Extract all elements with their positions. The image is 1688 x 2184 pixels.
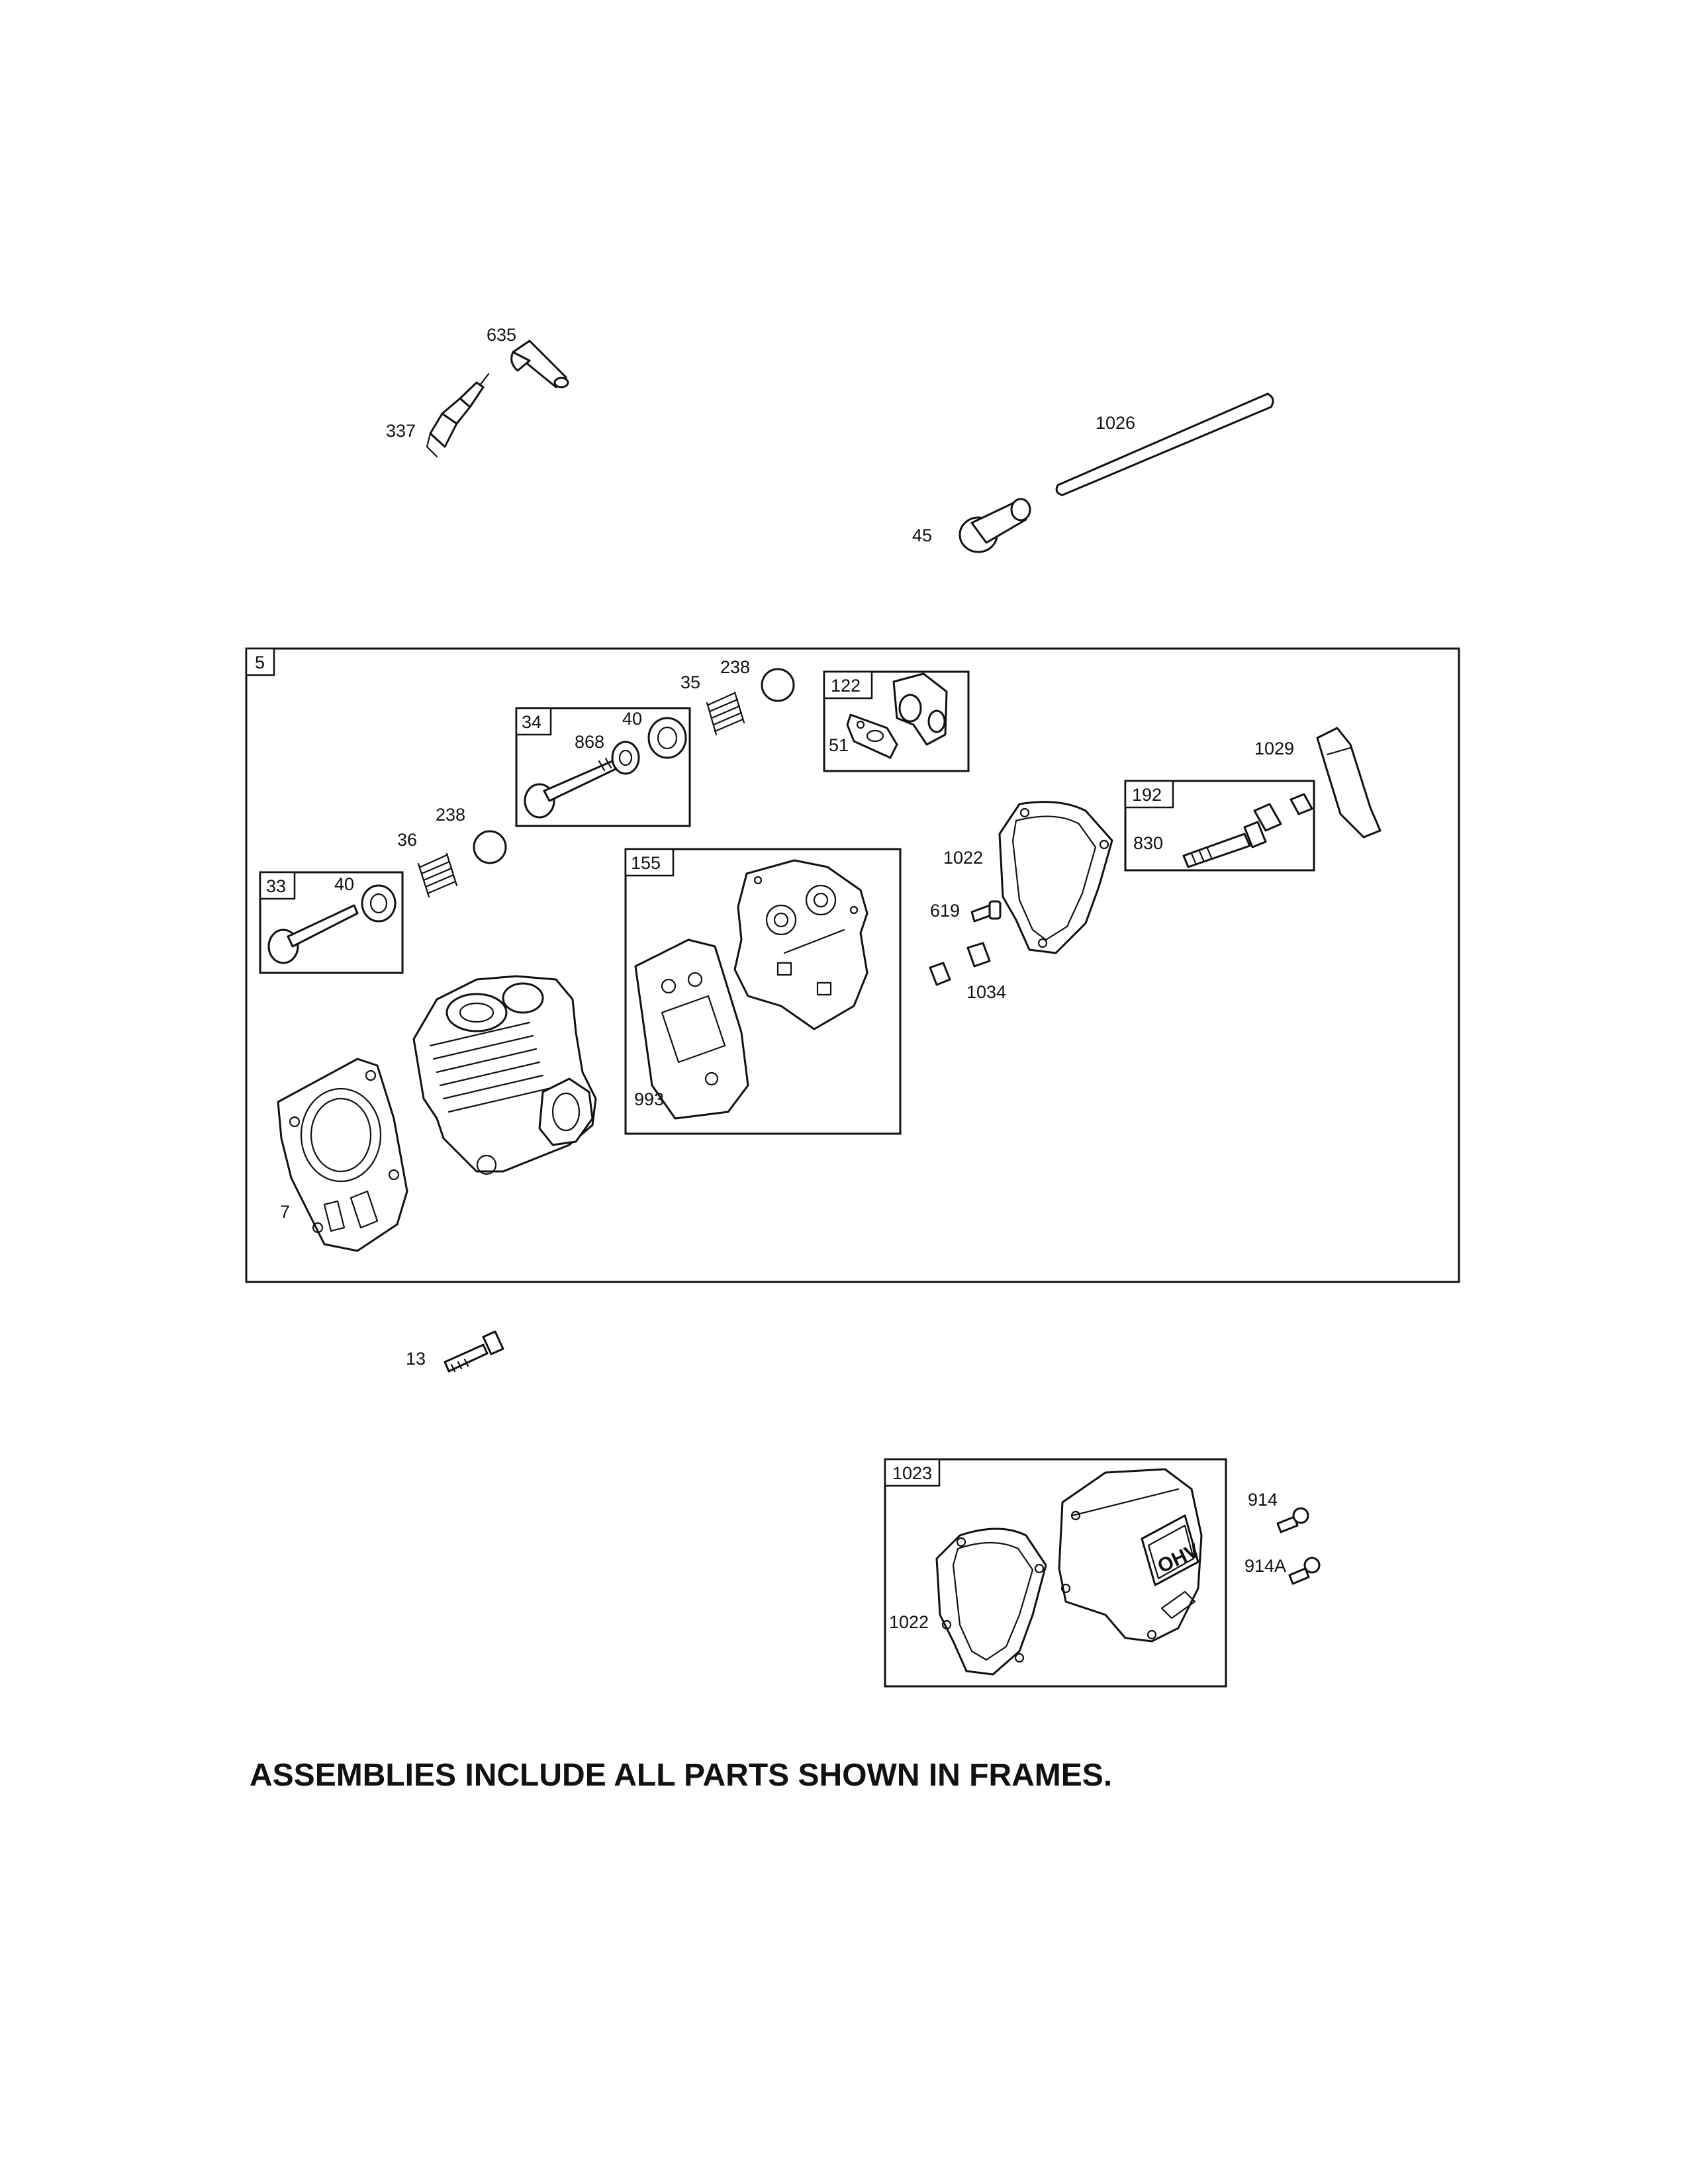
intake-valve xyxy=(267,904,359,964)
frame-tag-155 xyxy=(624,848,675,877)
rocker-cover: OHV xyxy=(1058,1468,1203,1643)
part-label-1022-b: 1022 xyxy=(889,1612,929,1632)
part-label-830: 830 xyxy=(1133,833,1163,853)
push-rod xyxy=(1055,392,1274,496)
assembly-note: ASSEMBLIES INCLUDE ALL PARTS SHOWN IN FR… xyxy=(250,1758,1113,1793)
nut-1034-a xyxy=(929,962,951,986)
part-label-1029: 1029 xyxy=(1254,739,1294,758)
frame-192 xyxy=(1124,780,1315,872)
cylinder-head xyxy=(412,975,597,1175)
frame-tag-34 xyxy=(515,707,552,736)
rocker-arm xyxy=(1316,727,1382,839)
part-label-238-top: 238 xyxy=(720,657,750,677)
part-label-13: 13 xyxy=(406,1349,426,1369)
intake-gasket xyxy=(846,713,898,759)
head-gasket xyxy=(277,1058,408,1252)
frame-label-1023: 1023 xyxy=(892,1463,932,1483)
part-label-35: 35 xyxy=(680,672,700,692)
frame-tag-192 xyxy=(1124,780,1174,809)
screw-914 xyxy=(1276,1507,1309,1533)
rocker-stud xyxy=(1182,793,1313,868)
frame-122 xyxy=(823,670,970,772)
part-label-914a: 914A xyxy=(1244,1556,1286,1576)
part-label-36: 36 xyxy=(397,830,417,850)
part-label-238-mid: 238 xyxy=(436,805,465,825)
part-label-1022-a: 1022 xyxy=(943,848,983,868)
valve-spring-top xyxy=(706,691,745,736)
part-label-51: 51 xyxy=(829,735,849,755)
frame-label-192: 192 xyxy=(1132,785,1162,805)
part-label-337: 337 xyxy=(386,421,416,441)
valve-seal-868 xyxy=(611,741,640,775)
frame-tag-1023 xyxy=(884,1458,941,1487)
intake-gasket-plate xyxy=(733,859,868,1030)
spark-plug-boot xyxy=(510,340,569,388)
exhaust-valve xyxy=(524,757,617,819)
frame-label-122: 122 xyxy=(831,676,861,696)
rocker-cover-gasket xyxy=(998,801,1113,954)
part-label-914: 914 xyxy=(1248,1490,1278,1510)
frame-tag-33 xyxy=(259,871,296,900)
frame-label-155: 155 xyxy=(631,853,661,873)
frame-tag-122 xyxy=(823,670,873,700)
spark-plug xyxy=(426,373,490,458)
part-label-868: 868 xyxy=(575,732,604,752)
valve-retainer-mid xyxy=(361,884,397,923)
part-label-40-top: 40 xyxy=(622,709,642,729)
part-label-7: 7 xyxy=(280,1202,290,1222)
part-label-635: 635 xyxy=(487,325,516,345)
frame-label-33: 33 xyxy=(266,876,286,896)
part-label-619: 619 xyxy=(930,901,960,921)
frame-5 xyxy=(245,647,1460,1283)
screw-914a xyxy=(1288,1557,1321,1585)
frame-34 xyxy=(515,707,691,827)
part-label-1034: 1034 xyxy=(966,982,1006,1002)
head-bolt xyxy=(444,1330,504,1373)
valve-cap-mid xyxy=(473,830,507,864)
nut-1034-b xyxy=(966,942,991,968)
part-label-40-mid: 40 xyxy=(334,874,354,894)
valve-cap-top xyxy=(761,668,795,702)
part-label-1026: 1026 xyxy=(1096,413,1135,433)
tappet xyxy=(959,498,1031,553)
rocker-cover-gasket-2 xyxy=(935,1527,1047,1676)
frame-33 xyxy=(259,871,404,974)
exhaust-gasket-plate xyxy=(634,938,749,1120)
part-label-993: 993 xyxy=(634,1089,664,1109)
frame-1023 xyxy=(884,1458,1227,1688)
frame-tag-5 xyxy=(245,647,275,676)
valve-spring-mid xyxy=(417,852,458,898)
part-label-45: 45 xyxy=(912,525,932,545)
intake-adapter xyxy=(892,672,948,746)
frame-label-34: 34 xyxy=(522,712,541,732)
screw-619 xyxy=(970,900,1002,923)
valve-retainer-top xyxy=(647,717,687,759)
frame-155 xyxy=(624,848,902,1135)
frame-label-5: 5 xyxy=(255,653,265,672)
